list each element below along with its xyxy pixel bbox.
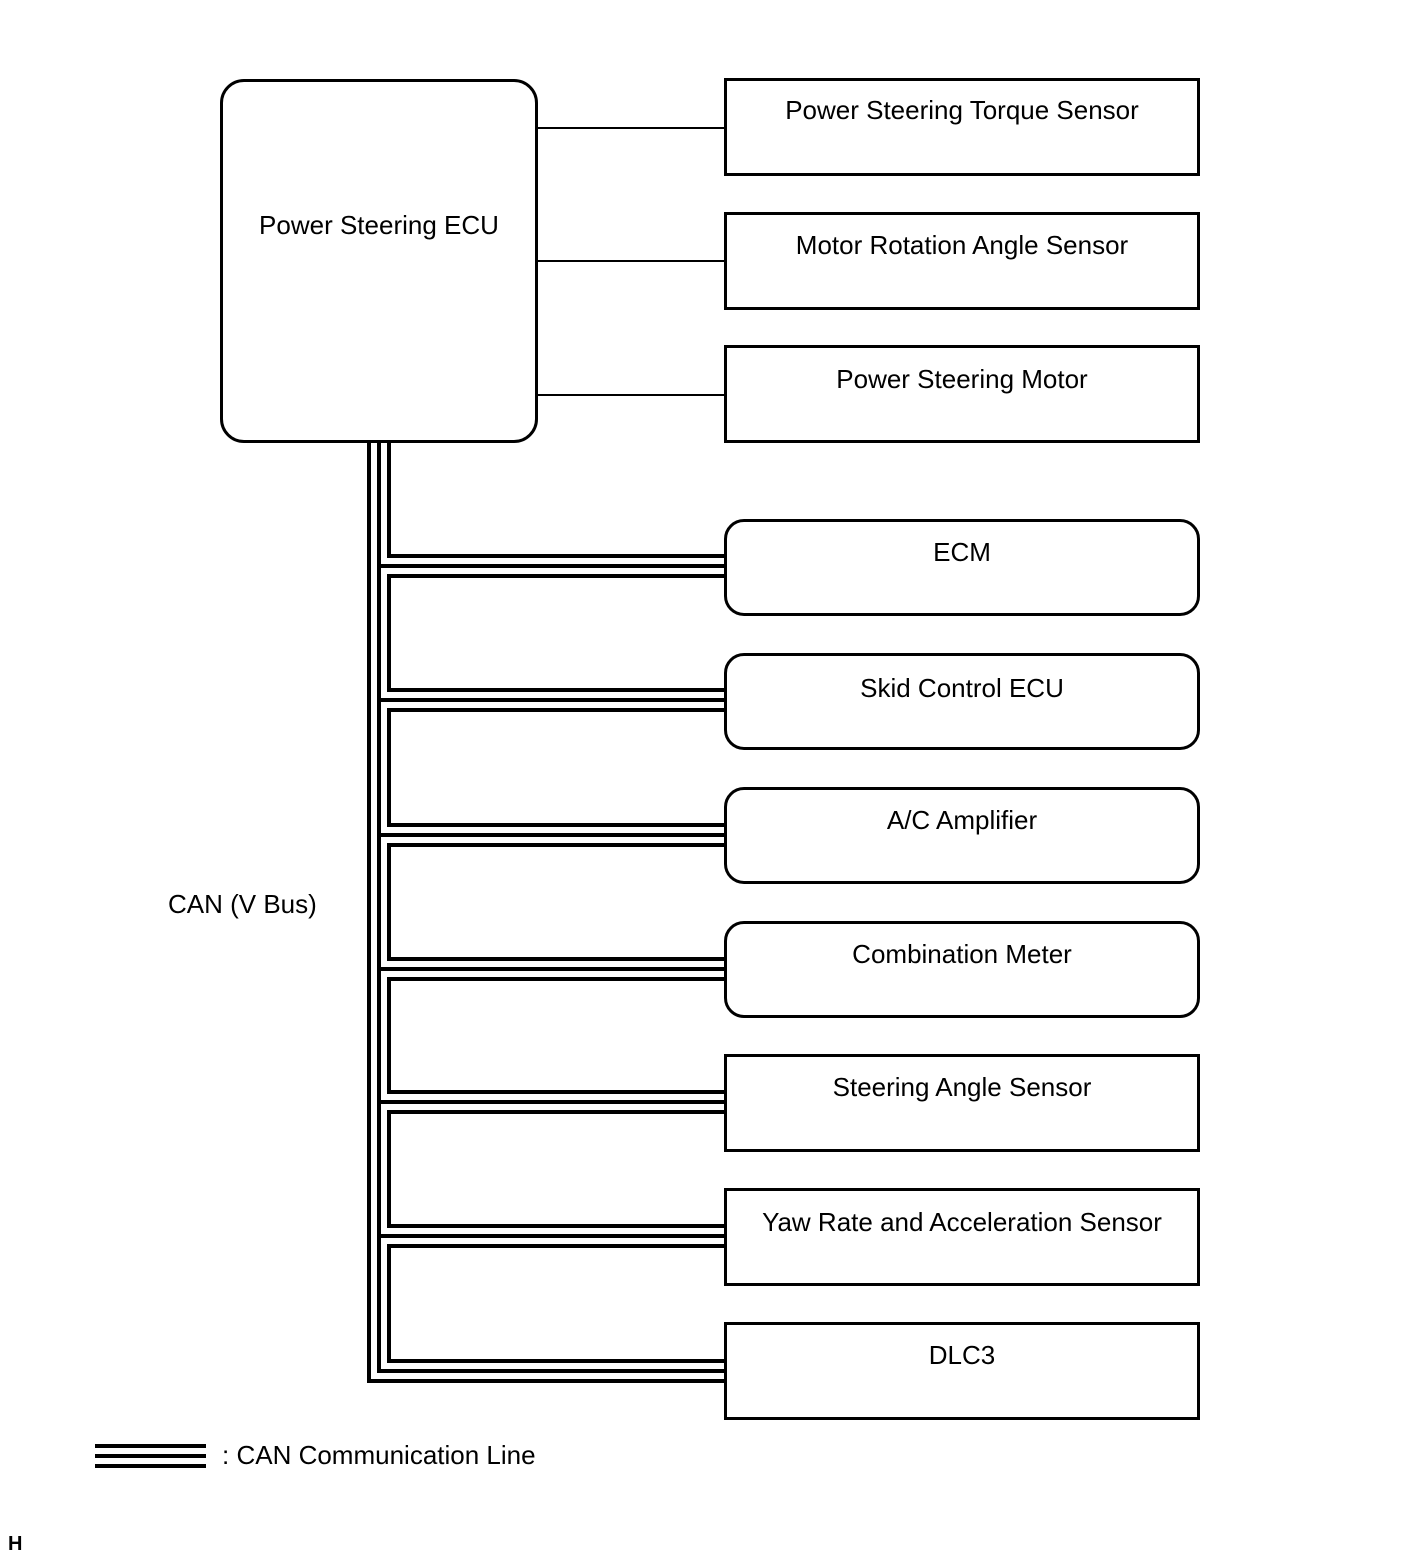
- skid-control-ecu-box: Skid Control ECU: [724, 653, 1200, 750]
- dlc3-label: DLC3: [928, 1340, 996, 1370]
- motor-rotation-angle-sensor-label: Motor Rotation Angle Sensor: [795, 230, 1129, 260]
- corner-mark: H: [8, 1533, 23, 1555]
- combination-meter-box: Combination Meter: [724, 921, 1200, 1018]
- motor-rotation-angle-sensor-box: Motor Rotation Angle Sensor: [724, 212, 1200, 310]
- power-steering-ecu-label: Power Steering ECU: [259, 210, 499, 240]
- power-steering-motor-label: Power Steering Motor: [836, 364, 1088, 394]
- steering-angle-sensor-box: Steering Angle Sensor: [724, 1054, 1200, 1152]
- ac-amplifier-box: A/C Amplifier: [724, 787, 1200, 884]
- ecm-label: ECM: [933, 537, 991, 567]
- torque-sensor-label: Power Steering Torque Sensor: [785, 95, 1139, 125]
- ac-amplifier-label: A/C Amplifier: [886, 805, 1038, 835]
- power-steering-ecu-box: Power Steering ECU: [220, 79, 538, 443]
- power-steering-motor-box: Power Steering Motor: [724, 345, 1200, 443]
- steering-angle-sensor-label: Steering Angle Sensor: [832, 1072, 1092, 1102]
- legend-can-line-icon: [95, 1444, 206, 1468]
- combination-meter-label: Combination Meter: [852, 939, 1072, 969]
- torque-sensor-box: Power Steering Torque Sensor: [724, 78, 1200, 176]
- skid-control-ecu-label: Skid Control ECU: [860, 673, 1064, 703]
- can-bus-label: CAN (V Bus): [168, 889, 317, 919]
- yaw-rate-acceleration-sensor-label: Yaw Rate and Acceleration Sensor: [762, 1207, 1162, 1237]
- dlc3-box: DLC3: [724, 1322, 1200, 1420]
- ecm-box: ECM: [724, 519, 1200, 616]
- yaw-rate-acceleration-sensor-box: Yaw Rate and Acceleration Sensor: [724, 1188, 1200, 1286]
- legend-label: : CAN Communication Line: [222, 1440, 536, 1470]
- can-bus-lines: [367, 443, 725, 1383]
